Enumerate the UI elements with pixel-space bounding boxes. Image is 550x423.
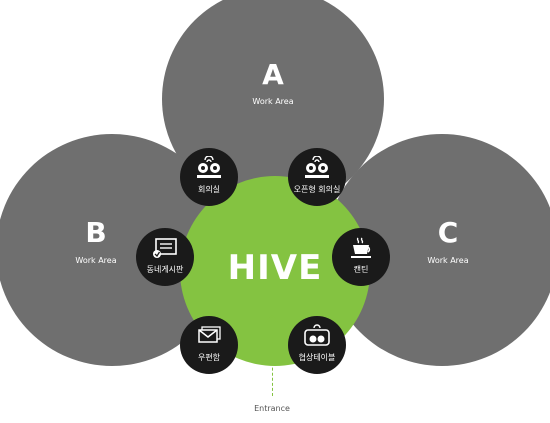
meeting-icon [305, 156, 329, 178]
room-mailbox: 우편함 [180, 316, 238, 374]
room-negotiation-table-label: 협상테이블 [298, 353, 336, 362]
room-mailbox-label: 우편함 [197, 353, 221, 362]
room-canteen-label: 캔틴 [353, 265, 369, 274]
work-area-a-letter: A [262, 58, 284, 91]
work-area-a-label: Work Area [252, 97, 294, 106]
work-area-b-label: Work Area [75, 256, 117, 265]
negotiation-table-icon [304, 324, 330, 346]
room-open-meeting-label: 오픈형 회의실 [293, 185, 341, 194]
work-area-b-letter: B [85, 216, 107, 249]
hive-title: HIVE [227, 248, 323, 288]
room-canteen: 캔틴 [332, 228, 390, 286]
work-area-c-label: Work Area [427, 256, 469, 265]
work-area-c-letter: C [437, 216, 459, 249]
coffee-cup-icon [351, 237, 371, 258]
entrance-path [272, 322, 273, 396]
room-open-meeting: 오픈형 회의실 [288, 148, 346, 206]
room-bulletin-board-label: 동네게시판 [146, 265, 184, 274]
room-meeting-label: 회의실 [197, 185, 221, 194]
entrance-arrow-icon [265, 314, 279, 324]
mailbox-icon [198, 326, 221, 343]
room-bulletin-board: 동네게시판 [136, 228, 194, 286]
bulletin-board-icon [153, 238, 177, 258]
meeting-icon [197, 156, 221, 178]
room-meeting: 회의실 [180, 148, 238, 206]
entrance-label: Entrance [254, 404, 290, 413]
room-negotiation-table: 협상테이블 [288, 316, 346, 374]
